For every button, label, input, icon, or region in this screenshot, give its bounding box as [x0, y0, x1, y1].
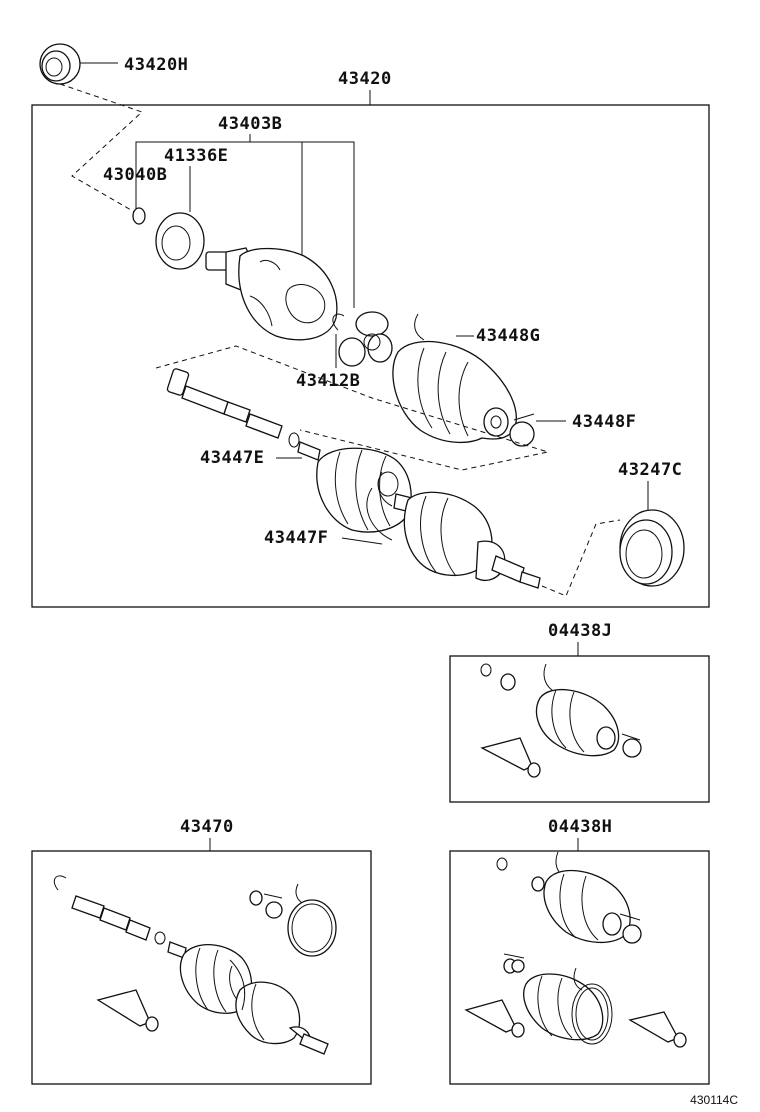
label-43403b: 43403B [218, 114, 282, 134]
seal-43420h [39, 43, 81, 85]
washer-41336e [155, 212, 205, 270]
label-04438h: 04438H [548, 817, 612, 837]
label-43470: 43470 [180, 817, 234, 837]
label-43447f: 43447F [264, 528, 328, 548]
boot-kit-04438j [480, 663, 642, 778]
drive-shaft-43470 [53, 875, 337, 1055]
assembly-box-43470 [31, 850, 372, 1085]
label-43448g: 43448G [476, 326, 540, 346]
kit-box-04438h [449, 850, 710, 1085]
drive-shaft [166, 368, 321, 461]
label-43420: 43420 [338, 69, 392, 89]
figure-id: 430114C [690, 1093, 738, 1107]
label-04438j: 04438J [548, 621, 612, 641]
kit-box-04438j [449, 655, 710, 803]
boot-43448g [392, 340, 517, 444]
assembly-box-43420 [31, 104, 710, 608]
circlip-43412b [332, 313, 345, 331]
clamp-43448f [509, 413, 535, 447]
outer-boot-assembly [316, 447, 541, 589]
outboard-joint-housing [205, 247, 338, 341]
tripod-spider [338, 311, 393, 367]
label-43447e: 43447E [200, 448, 264, 468]
boot-band-43448g [414, 313, 425, 341]
label-41336e: 41336E [164, 146, 228, 166]
label-43247c: 43247C [618, 460, 682, 480]
label-43420h: 43420H [124, 55, 188, 75]
boot-kit-04438h [464, 851, 687, 1048]
label-43448f: 43448F [572, 412, 636, 432]
snap-ring [132, 207, 146, 225]
seal-43247c [619, 509, 685, 587]
label-43040b: 43040B [103, 165, 167, 185]
